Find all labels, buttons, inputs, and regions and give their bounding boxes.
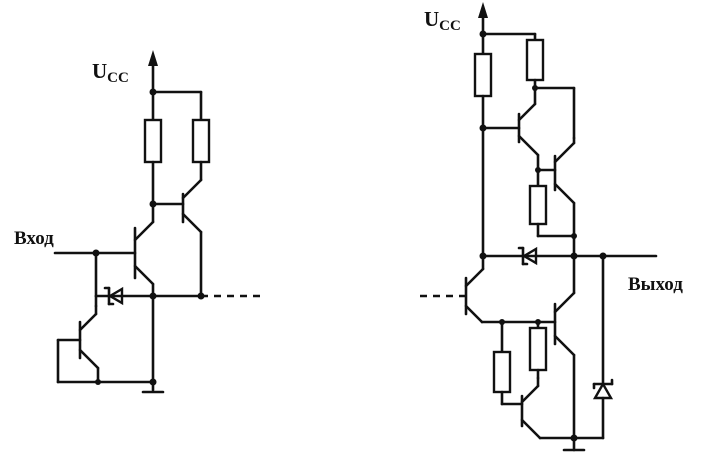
left-input-label: Вход (14, 228, 54, 249)
right-output-label: Выход (628, 274, 683, 295)
left-schottky-diode-icon (103, 286, 124, 306)
right-circuit: UCC (420, 2, 683, 452)
right-supply-arrow-icon (478, 2, 488, 18)
right-transistor-input (420, 254, 540, 324)
right-transistor-darlington-1 (517, 86, 540, 172)
right-transistor-lower (553, 254, 576, 440)
left-resistor-2 (191, 118, 211, 164)
left-supply-label: UCC (92, 59, 129, 86)
left-resistor-1 (143, 118, 163, 164)
right-clamp-diode-icon (592, 378, 614, 400)
left-circuit: UCC Вход (14, 50, 265, 394)
left-supply-arrow-icon (148, 50, 158, 66)
right-resistor-3 (528, 184, 548, 226)
left-node-emitter (149, 292, 157, 300)
right-resistor-2 (525, 38, 545, 82)
right-transistor-bottom (520, 376, 542, 440)
right-resistor-1 (473, 52, 493, 98)
right-transistor-darlington-2 (553, 136, 576, 238)
right-schottky-diode-icon (517, 246, 538, 266)
left-node-ground (149, 378, 157, 386)
left-transistor-bottom (56, 294, 155, 384)
right-supply-label: UCC (424, 7, 461, 34)
right-resistor-4 (492, 350, 512, 394)
left-transistor-output (181, 178, 203, 298)
right-resistor-5 (528, 326, 548, 372)
